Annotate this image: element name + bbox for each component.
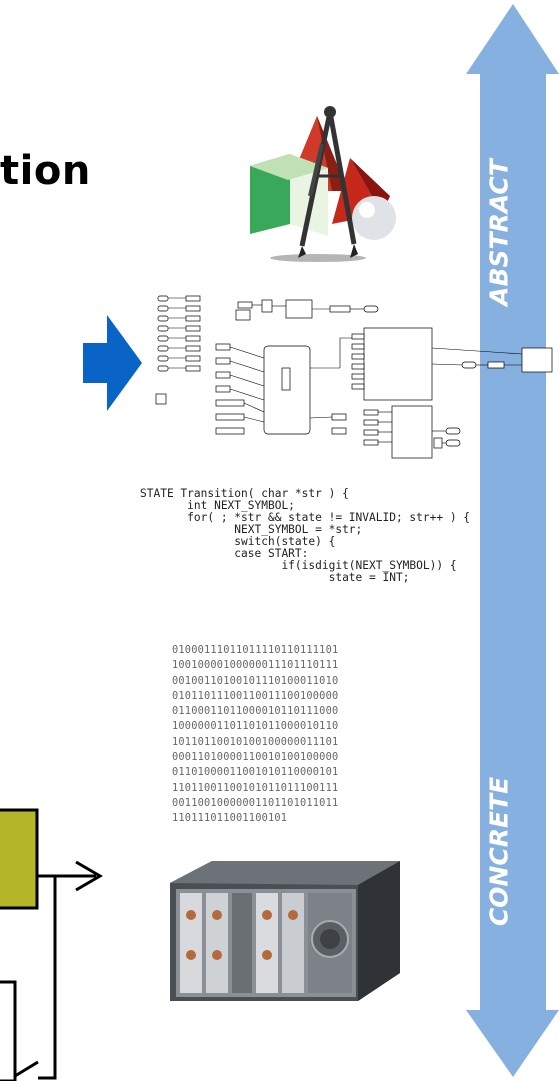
white-block <box>0 982 15 1081</box>
simulink-block-diagram <box>146 288 558 468</box>
binary-text: 01000111011011110110111101 1001000010000… <box>172 643 432 827</box>
page-title-fragment: tion <box>0 148 91 194</box>
axis-label-concrete: CONCRETE <box>485 767 514 937</box>
embedded-hardware-chassis <box>160 855 405 1015</box>
olive-block <box>0 810 37 908</box>
geometry-compass-clipart <box>232 96 402 264</box>
blue-right-arrow-icon <box>80 315 142 415</box>
axis-label-abstract: ABSTRACT <box>485 153 514 313</box>
system-block-partial <box>0 800 110 1081</box>
code-listing: STATE Transition( char *str ) { int NEXT… <box>140 488 470 584</box>
